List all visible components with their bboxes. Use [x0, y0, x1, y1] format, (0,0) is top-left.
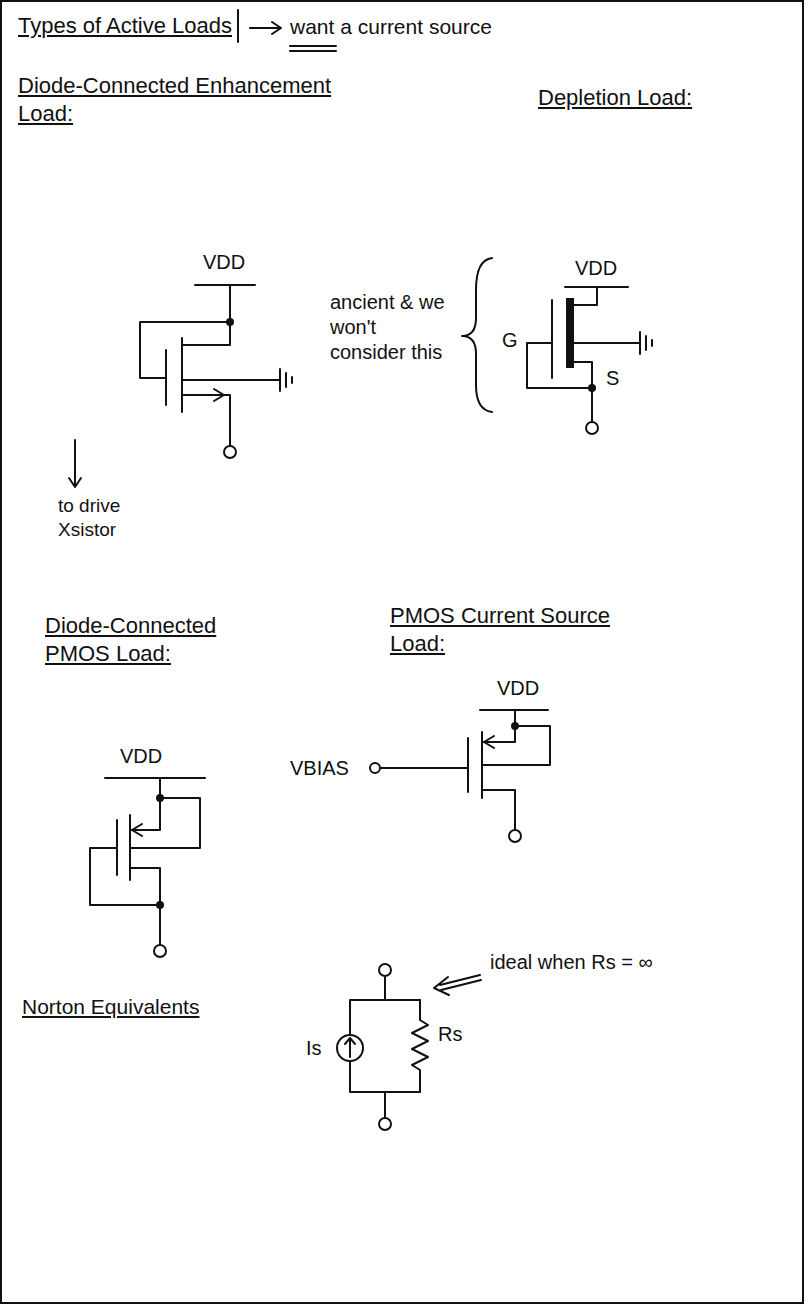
terminal — [154, 945, 166, 957]
junction-dot — [156, 901, 164, 909]
gate-wire — [381, 767, 468, 769]
current-arrow — [345, 1038, 355, 1057]
pmos-source-symbol — [370, 710, 550, 842]
section-heading: PMOS Current Source Load: — [390, 602, 630, 657]
pointer-arrow — [69, 440, 81, 487]
source-wire — [574, 362, 592, 422]
terminal — [509, 830, 521, 842]
source-wire — [182, 395, 230, 446]
brace — [462, 258, 492, 412]
depletion-nmos-symbol — [527, 287, 652, 434]
body-wire — [130, 798, 200, 848]
supply-label: VDD — [497, 676, 539, 701]
channel-line — [129, 815, 131, 880]
pmos-diode-symbol — [90, 778, 205, 957]
pin-label: G — [502, 328, 518, 353]
pointer-arrow — [250, 22, 281, 34]
nmos-diode-symbol — [140, 285, 292, 458]
channel-line — [181, 338, 183, 412]
component-label: Rs — [438, 1022, 462, 1047]
gate-wire — [140, 322, 230, 378]
section-heading: Depletion Load: — [538, 84, 692, 112]
gate-wire — [90, 848, 160, 905]
supply-label: VDD — [203, 250, 245, 275]
ground-symbol — [280, 369, 292, 391]
pin-label: S — [606, 366, 619, 391]
page-title: Types of Active Loads — [18, 12, 232, 40]
note-text: ideal when Rs = ∞ — [490, 950, 653, 975]
drain-wire — [182, 285, 230, 345]
depletion-channel — [566, 298, 574, 368]
source-arrow — [214, 389, 224, 401]
divider-bar — [237, 10, 239, 42]
resistor-symbol — [412, 1000, 428, 1092]
terminal — [379, 964, 391, 976]
terminal — [379, 1118, 391, 1130]
current-source — [337, 1035, 363, 1061]
note-text: ancient & we won't consider this — [330, 290, 455, 365]
gate-wire — [527, 343, 592, 388]
junction-dot — [226, 318, 234, 326]
body-wire — [482, 726, 550, 765]
supply-label: VDD — [575, 256, 617, 281]
gate-plate — [467, 738, 469, 792]
channel-line — [481, 732, 483, 798]
norton-symbol — [337, 964, 428, 1130]
source-arrow — [132, 824, 142, 836]
drain-wire — [482, 790, 515, 830]
section-heading: Diode-Connected PMOS Load: — [45, 612, 255, 667]
note-text: to drive Xsistor — [58, 494, 158, 542]
drain-wire — [130, 868, 160, 945]
terminal — [370, 763, 380, 773]
supply-label: VDD — [120, 744, 162, 769]
signal-label: VBIAS — [290, 756, 349, 781]
terminal — [586, 422, 598, 434]
note-text: want a current source — [290, 14, 492, 40]
double-underline — [290, 46, 336, 51]
gate-plate — [551, 300, 553, 378]
drain-wire — [574, 287, 597, 305]
source-arrow — [484, 736, 494, 748]
component-label: Is — [306, 1036, 322, 1061]
section-heading: Norton Equivalents — [22, 994, 199, 1020]
ground-symbol — [640, 332, 652, 354]
body-wire — [182, 379, 280, 381]
source-wire — [130, 778, 160, 830]
source-wire — [482, 710, 515, 742]
section-heading: Diode-Connected Enhancement Load: — [18, 72, 358, 127]
body-wire — [574, 342, 640, 344]
supply-rail — [195, 284, 255, 286]
junction-dot — [588, 384, 596, 392]
supply-rail — [105, 777, 205, 779]
terminal — [224, 446, 236, 458]
pointer-arrow — [434, 975, 481, 995]
